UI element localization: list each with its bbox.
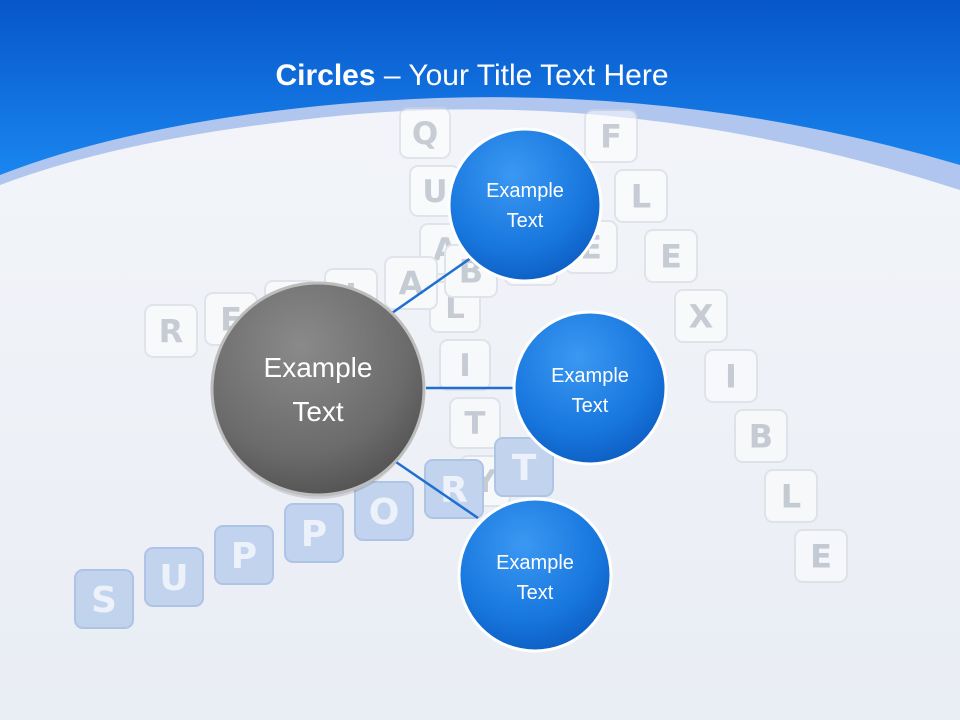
satellite-circle-2[interactable]: Example Text	[512, 310, 668, 466]
letter-cube	[284, 503, 344, 563]
title-bold: Circles	[275, 59, 376, 92]
letter-cube-text: L	[781, 477, 801, 515]
letter-cubes-decoration: QUALITYFLEXIBLERELIABLESUPPORT	[74, 107, 848, 629]
satellite-label-line1: Example	[486, 180, 564, 202]
letter-cube-text: R	[440, 470, 468, 511]
letter-cube-text: A	[399, 264, 424, 302]
letter-cube	[764, 469, 818, 523]
satellite-label-line1: Example	[551, 365, 629, 387]
letter-cube	[644, 229, 698, 283]
letter-cube-text: I	[725, 357, 737, 395]
letter-cube-text: Q	[412, 116, 438, 152]
center-circle[interactable]: Example Text	[210, 281, 426, 499]
letter-cube	[74, 569, 134, 629]
letter-cube	[144, 304, 198, 358]
slide-title[interactable]: Circles – Your Title Text Here	[0, 56, 944, 96]
letter-cube-text: R	[159, 312, 184, 350]
letter-cube-text: P	[301, 514, 327, 555]
satellite-label-line2: Text	[507, 210, 544, 232]
letter-cube-text: U	[422, 174, 447, 210]
center-label-line1: Example	[264, 352, 373, 383]
letter-cube	[734, 409, 788, 463]
satellite-circle-3[interactable]: Example Text	[457, 497, 613, 653]
letter-cube-text: T	[512, 448, 537, 489]
letter-cube	[794, 529, 848, 583]
letter-cube-text: F	[600, 117, 622, 155]
letter-cube	[704, 349, 758, 403]
letter-cube	[439, 339, 491, 391]
letter-cube-text: E	[660, 237, 682, 275]
letter-cube-text: X	[689, 297, 714, 335]
letter-cube-text: S	[91, 580, 117, 621]
letter-cube-text: I	[459, 348, 471, 384]
letter-cube	[584, 109, 638, 163]
letter-cube	[449, 397, 501, 449]
title-rest: – Your Title Text Here	[375, 59, 669, 92]
letter-cube	[144, 547, 204, 607]
letter-cube-text: L	[445, 290, 465, 326]
letter-cube-text: L	[631, 177, 651, 215]
letter-cube-text: E	[810, 537, 832, 575]
satellite-label-line1: Example	[496, 552, 574, 574]
letter-cube	[494, 437, 554, 497]
connector-line	[395, 460, 479, 520]
letter-cube	[424, 459, 484, 519]
satellite-circle-1[interactable]: Example Text	[447, 127, 603, 283]
letter-cube-text: U	[159, 558, 188, 599]
letter-cube-text: O	[369, 492, 400, 533]
connector-line	[391, 251, 479, 315]
letter-cube	[674, 289, 728, 343]
connectors	[391, 251, 518, 520]
center-label-line2: Text	[292, 396, 344, 427]
satellite-label-line2: Text	[572, 395, 609, 417]
letter-cube	[399, 107, 451, 159]
satellite-label-line2: Text	[517, 582, 554, 604]
letter-cube-text: P	[231, 536, 257, 577]
letter-cube-text: B	[749, 417, 773, 455]
letter-cube-text: T	[464, 406, 485, 442]
letter-cube	[354, 481, 414, 541]
letter-cube	[614, 169, 668, 223]
letter-cube	[214, 525, 274, 585]
